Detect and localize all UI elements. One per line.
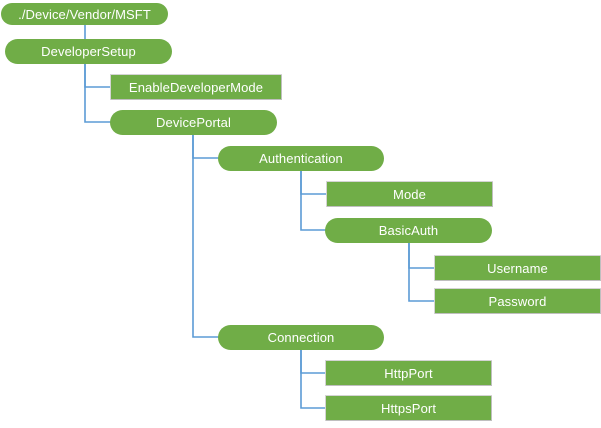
tree-node-label: ./Device/Vendor/MSFT — [18, 6, 151, 22]
tree-node-label: Connection — [267, 330, 335, 345]
tree-node-label: HttpPort — [384, 365, 433, 381]
tree-node-mode[interactable]: Mode — [326, 181, 493, 207]
tree-node-enabledevelopermode[interactable]: EnableDeveloperMode — [110, 74, 282, 100]
connector-deviceportal-to-authentication — [192, 134, 219, 159]
connector-authentication-to-mode — [300, 170, 327, 195]
tree-node-label: DeveloperSetup — [41, 44, 136, 59]
tree-node-developersetup[interactable]: DeveloperSetup — [5, 39, 172, 64]
tree-node-authentication[interactable]: Authentication — [218, 146, 384, 171]
connector-developersetup-to-deviceportal — [84, 63, 111, 123]
tree-node-label: Username — [487, 260, 548, 276]
connector-deviceportal-to-connection — [192, 134, 219, 338]
tree-node-password[interactable]: Password — [434, 288, 601, 314]
tree-node-label: Mode — [393, 186, 426, 202]
tree-node-httpport[interactable]: HttpPort — [325, 360, 492, 386]
tree-node-httpsport[interactable]: HttpsPort — [325, 395, 492, 421]
tree-node-label: Authentication — [259, 151, 343, 166]
tree-node-label: DevicePortal — [156, 115, 231, 130]
tree-node-label: Password — [488, 293, 547, 309]
tree-node-root[interactable]: ./Device/Vendor/MSFT — [1, 3, 168, 25]
connector-connection-to-httpsport — [300, 349, 326, 409]
tree-node-deviceportal[interactable]: DevicePortal — [110, 110, 277, 135]
connector-basicauth-to-password — [408, 242, 435, 302]
tree-node-connection[interactable]: Connection — [218, 325, 384, 350]
tree-node-username[interactable]: Username — [434, 255, 601, 281]
tree-node-label: EnableDeveloperMode — [128, 79, 264, 95]
connector-authentication-to-basicauth — [300, 170, 326, 231]
tree-node-label: HttpsPort — [380, 400, 437, 416]
tree-node-label: BasicAuth — [378, 223, 439, 238]
connector-basicauth-to-username — [408, 242, 435, 269]
connector-connection-to-httpport — [300, 349, 326, 374]
connector-developersetup-to-enabledevelopermode — [84, 63, 111, 88]
tree-node-basicauth[interactable]: BasicAuth — [325, 218, 492, 243]
